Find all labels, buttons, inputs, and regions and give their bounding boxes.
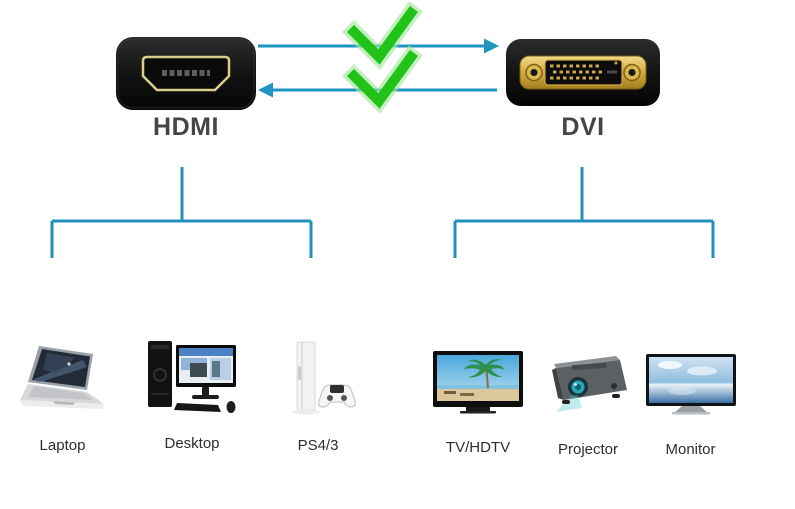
device-label: Desktop	[164, 435, 220, 452]
check-icon	[341, 1, 423, 71]
device-label: Monitor	[665, 441, 716, 458]
laptop-icon	[15, 336, 110, 428]
dvi-label: DVI	[561, 113, 605, 141]
device-monitor: Monitor	[638, 340, 743, 458]
device-tv: TV/HDTV	[428, 338, 528, 456]
hdmi-branch-line	[50, 167, 313, 258]
monitor-icon	[638, 340, 743, 432]
arrow-left-icon	[258, 82, 497, 98]
device-label: Projector	[557, 441, 619, 458]
device-projector: Projector	[540, 340, 636, 458]
arrow-right-icon	[258, 38, 499, 54]
device-label: PS4/3	[297, 437, 339, 454]
hdmi-port-icon	[116, 37, 256, 110]
dvi-connector	[506, 39, 660, 106]
device-desktop: Desktop	[142, 334, 242, 452]
dvi-branch-line	[453, 167, 715, 258]
tv-icon	[428, 338, 528, 430]
device-label: TV/HDTV	[445, 439, 511, 456]
dvi-port-icon	[506, 39, 660, 106]
desktop-icon	[142, 334, 242, 426]
hdmi-connector	[116, 37, 256, 110]
device-label: Laptop	[39, 437, 86, 454]
check-icon	[341, 45, 423, 115]
device-ps4: PS4/3	[268, 336, 368, 454]
device-laptop: Laptop	[15, 336, 110, 454]
hdmi-label: HDMI	[153, 113, 219, 141]
game-console-icon	[268, 336, 368, 428]
projector-icon	[540, 340, 636, 432]
